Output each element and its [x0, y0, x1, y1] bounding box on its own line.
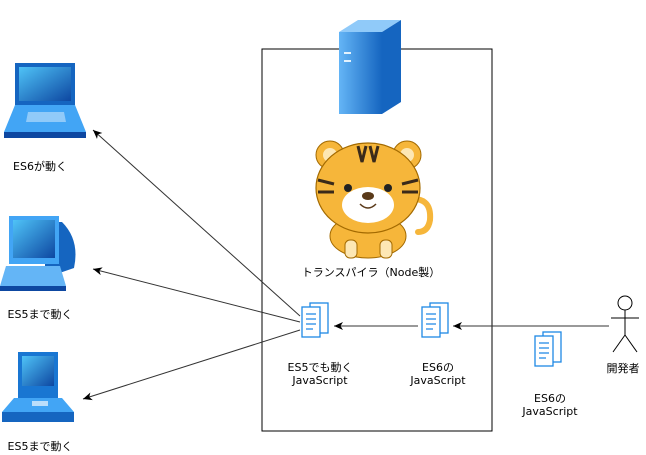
es6-file-icon: [421, 302, 449, 338]
developer-label: 開発者: [606, 362, 640, 375]
arrow-es5-to-workstation: [82, 329, 301, 401]
es5-file-icon: [301, 302, 329, 338]
stick-figure-icon: [611, 295, 639, 353]
tiger-mascot: [315, 140, 434, 259]
workstation-label: ES5まで動く: [7, 440, 73, 453]
laptop-label: ES6が動く: [13, 160, 67, 173]
server-icon: [339, 20, 401, 114]
es6-file-label-line2: JavaScript: [410, 374, 466, 387]
workstation-icon: [2, 352, 74, 422]
es6-source-label-line2: JavaScript: [522, 405, 578, 418]
desktop-icon: [0, 216, 76, 291]
arrows: [82, 129, 609, 401]
es5-file-label-line2: JavaScript: [292, 374, 348, 387]
arrow-es5-to-laptop: [92, 129, 301, 317]
es6-file-label-line1: ES6の: [422, 361, 454, 374]
es6-source-label-line1: ES6の: [534, 392, 566, 405]
transpiler-label: トランスパイラ（Node製）: [301, 266, 441, 279]
es5-file-label-line1: ES5でも動く: [287, 361, 353, 374]
laptop-icon: [4, 63, 86, 138]
arrow-es5-to-desktop: [92, 267, 301, 323]
desktop-label: ES5まで動く: [7, 308, 73, 321]
es6-source-file-icon: [534, 331, 562, 367]
